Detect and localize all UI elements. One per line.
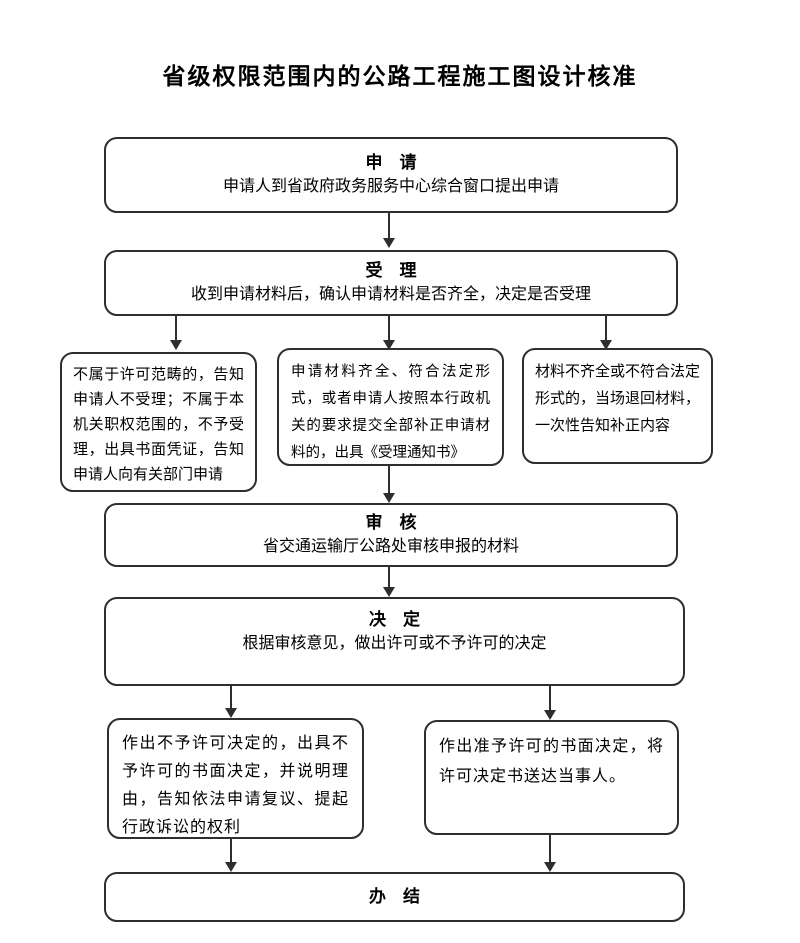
deny-body: 作出不予许可决定的，出具不予许可的书面决定，并说明理由，告知依法申请复议、提起行… xyxy=(122,735,349,836)
arrow-head-icon xyxy=(170,340,182,350)
arrow-decide-to-deny xyxy=(225,686,237,718)
node-review: 审 核 省交通运输厅公路处审核申报的材料 xyxy=(104,503,678,567)
arrow-head-icon xyxy=(544,862,556,872)
node-accept: 受 理 收到申请材料后，确认申请材料是否齐全，决定是否受理 xyxy=(104,250,678,316)
arrow-shaft xyxy=(388,213,390,238)
node-branch-returned: 材料不齐全或不符合法定形式的，当场退回材料，一次性告知补正内容 xyxy=(522,348,713,464)
arrow-head-icon xyxy=(544,710,556,720)
node-apply-heading: 申 请 xyxy=(365,153,417,172)
arrow-accept-to-not-accepted xyxy=(170,316,182,350)
branch-returned-body: 材料不齐全或不符合法定形式的，当场退回材料，一次性告知补正内容 xyxy=(535,364,701,434)
arrow-decide-to-grant xyxy=(544,686,556,720)
arrow-shaft xyxy=(388,567,390,587)
arrow-head-icon xyxy=(383,587,395,597)
arrow-shaft xyxy=(175,316,177,340)
node-decide-heading: 决 定 xyxy=(369,610,420,629)
node-complete: 办 结 xyxy=(104,872,685,922)
node-apply-body: 申请人到省政府政务服务中心综合窗口提出申请 xyxy=(222,178,559,195)
node-decide: 决 定 根据审核意见，做出许可或不予许可的决定 xyxy=(104,597,685,686)
node-apply: 申 请 申请人到省政府政务服务中心综合窗口提出申请 xyxy=(104,137,678,213)
arrow-head-icon xyxy=(225,862,237,872)
arrow-head-icon xyxy=(600,340,612,350)
arrow-review-to-decide xyxy=(383,567,395,597)
arrow-grant-to-complete xyxy=(544,835,556,872)
arrow-accepted-to-review xyxy=(383,466,395,503)
arrow-accept-to-returned xyxy=(600,316,612,350)
node-grant: 作出准予许可的书面决定，将许可决定书送达当事人。 xyxy=(424,720,679,835)
arrow-head-icon xyxy=(225,708,237,718)
arrow-shaft xyxy=(549,686,551,710)
grant-body: 作出准予许可的书面决定，将许可决定书送达当事人。 xyxy=(439,738,664,785)
page-title: 省级权限范围内的公路工程施工图设计核准 xyxy=(162,64,638,89)
node-accept-heading: 受 理 xyxy=(365,261,417,280)
arrow-shaft xyxy=(605,316,607,340)
arrow-shaft xyxy=(388,466,390,493)
arrow-accept-to-accepted xyxy=(383,316,395,350)
node-review-body: 省交通运输厅公路处审核申报的材料 xyxy=(262,538,519,555)
arrow-apply-to-accept xyxy=(383,213,395,248)
arrow-shaft xyxy=(230,839,232,862)
arrow-head-icon xyxy=(383,493,395,503)
node-accept-body: 收到申请材料后，确认申请材料是否齐全，决定是否受理 xyxy=(190,286,591,303)
arrow-deny-to-complete xyxy=(225,839,237,872)
node-branch-not-accepted: 不属于许可范畴的，告知申请人不受理；不属于本机关职权范围的，不予受理，出具书面凭… xyxy=(60,352,257,492)
node-complete-heading: 办 结 xyxy=(369,887,420,906)
arrow-shaft xyxy=(549,835,551,862)
branch-accepted-body: 申请材料齐全、符合法定形式，或者申请人按照本行政机关的要求提交全部补正申请材料的… xyxy=(291,364,490,461)
node-review-heading: 审 核 xyxy=(365,513,417,532)
arrow-shaft xyxy=(388,316,390,340)
node-deny: 作出不予许可决定的，出具不予许可的书面决定，并说明理由，告知依法申请复议、提起行… xyxy=(107,718,364,839)
arrow-head-icon xyxy=(383,238,395,248)
arrow-shaft xyxy=(230,686,232,708)
node-decide-body: 根据审核意见，做出许可或不予许可的决定 xyxy=(242,635,547,652)
arrow-head-icon xyxy=(383,340,395,350)
branch-not-accepted-body: 不属于许可范畴的，告知申请人不受理；不属于本机关职权范围的，不予受理，出具书面凭… xyxy=(73,367,244,483)
node-branch-accepted: 申请材料齐全、符合法定形式，或者申请人按照本行政机关的要求提交全部补正申请材料的… xyxy=(277,348,504,466)
